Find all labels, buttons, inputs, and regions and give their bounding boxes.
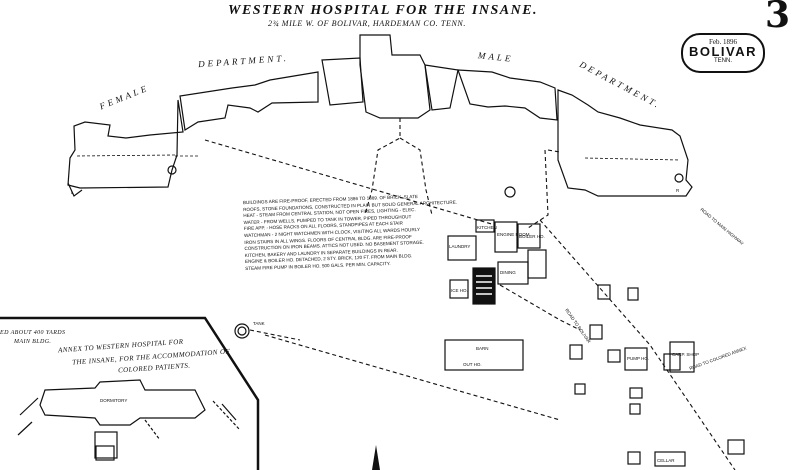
north-arrow-icon: [372, 445, 380, 470]
road-label-3: ROAD TO BOLIVAR: [564, 308, 592, 345]
label-out-ho: OUT HO.: [463, 362, 482, 367]
road-path-2: [499, 284, 581, 331]
stamp-date: Feb. 1896: [709, 38, 737, 46]
label-laundry: LAUNDRY: [449, 244, 470, 249]
label-carp: CARP. SHOP: [672, 352, 699, 357]
sheet-number: 3: [765, 0, 791, 36]
corridor-female: [204, 139, 496, 226]
male-wing-inner: [457, 69, 558, 121]
road-label-2: ROAD TO COLORED ANNEX: [689, 346, 747, 371]
corridor-male: [527, 149, 549, 229]
label-pump: PUMP HO.: [627, 356, 649, 361]
label-boiler: BOILER HO.: [519, 234, 545, 239]
carp-shop-building: [669, 341, 695, 373]
corridor-east: [399, 137, 433, 216]
label-dining: DINING: [500, 270, 516, 275]
label-engine: ENGINE ROOM: [497, 232, 530, 237]
ice-house-building: [449, 279, 469, 299]
location-stamp: Feb. 1896 BOLIVAR TENN.: [681, 33, 765, 73]
road-label-1: ROAD TO MAIN HIGHWAY: [699, 207, 744, 246]
pump-house-building: [624, 347, 648, 371]
label-ice: ICE HO.: [451, 288, 468, 293]
barn-building: [444, 339, 524, 371]
female-wing-end: [67, 182, 83, 197]
cistern-building: [472, 267, 496, 305]
female-wing-outer: [67, 99, 184, 189]
laundry-building: [447, 235, 477, 261]
label-right-number: R: [676, 188, 680, 193]
cellar-building: [654, 451, 686, 467]
annex-side-text-2: MAIN BLDG.: [14, 339, 52, 345]
label-cellar: CELLAR: [657, 458, 675, 463]
stamp-town: BOLIVAR: [688, 44, 758, 59]
boiler-house-building: [517, 223, 541, 249]
annex-side-text: ED ABOUT 400 YARDS: [0, 330, 66, 336]
annex-outbuilding: [94, 431, 118, 459]
central-east-wing: [424, 64, 459, 111]
label-left-number: L: [71, 190, 74, 195]
label-barn: BARN: [476, 346, 489, 351]
kitchen-building: [475, 219, 495, 233]
central-building: [359, 34, 431, 119]
annex-inset-frame: [0, 316, 260, 470]
annex-building: [39, 379, 206, 426]
map-title: WESTERN HOSPITAL FOR THE INSANE.: [228, 3, 539, 18]
label-kitchen: KITCHEN: [477, 225, 497, 230]
tank-circle: [234, 323, 250, 339]
central-west-wing: [321, 57, 364, 106]
engine-room-building: [494, 221, 518, 253]
female-wing-inner: [179, 71, 319, 131]
map-subtitle: 2¾ MILE W. OF BOLIVAR, HARDEMAN CO. TENN…: [268, 19, 466, 28]
label-dormitory: DORMITORY: [100, 398, 127, 403]
corridor-west: [364, 118, 401, 216]
male-wing-outer: [557, 89, 693, 197]
road-path-1: [539, 219, 736, 470]
road-path-3: [264, 334, 561, 421]
store-building: [527, 249, 547, 279]
label-tank: TANK: [253, 321, 265, 326]
stamp-state: TENN.: [714, 58, 732, 64]
building-notes: BUILDINGS ARE FIRE-PROOF, ERECTED FROM 1…: [243, 192, 477, 273]
